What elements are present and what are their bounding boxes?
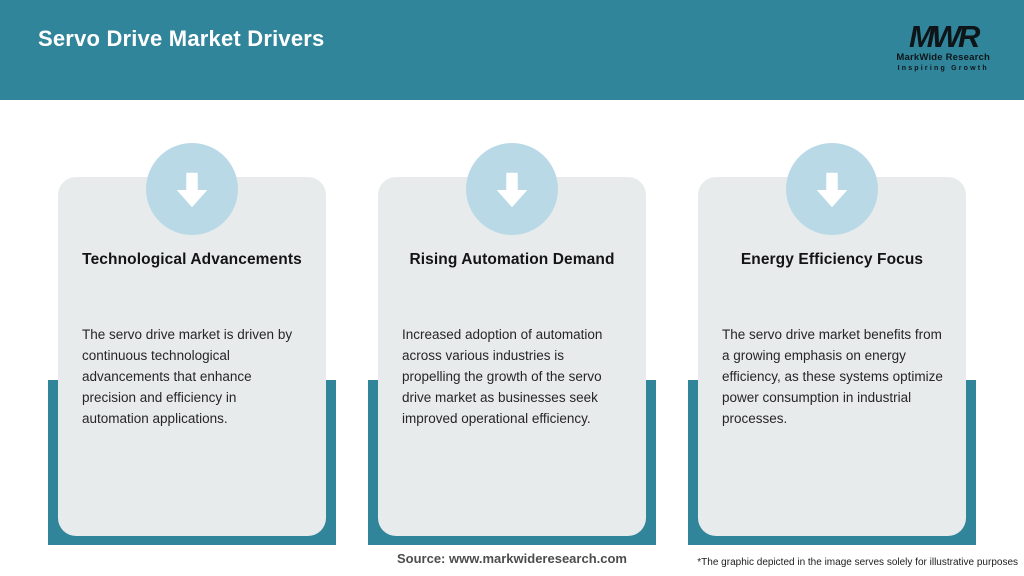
logo-name: MarkWide Research [896,52,990,64]
source-text: Source: www.markwideresearch.com [396,551,627,566]
card-title: Energy Efficiency Focus [740,251,924,268]
card-body: The servo drive market is driven by cont… [82,327,293,426]
driver-card-technological-advancements: Technological Advancements The servo dri… [48,143,336,545]
card-panel: Rising Automation Demand Increased adopt… [378,177,646,536]
markwide-logo: MWR MarkWide Research Inspiring Growth [896,19,990,72]
driver-card-rising-automation-demand: Rising Automation Demand Increased adopt… [368,143,656,545]
page-title: Servo Drive Market Drivers [38,26,325,51]
logo-monogram: MWR [908,19,980,54]
header-bar: Servo Drive Market Drivers MWR MarkWide … [0,0,1024,100]
disclaimer-text: *The graphic depicted in the image serve… [697,557,1018,568]
card-title: Technological Advancements [82,251,302,268]
card-panel: Technological Advancements The servo dri… [58,177,326,536]
card-title: Rising Automation Demand [409,251,615,268]
card-panel: Energy Efficiency Focus The servo drive … [698,177,966,536]
logo-tagline: Inspiring Growth [897,64,989,72]
card-body: The servo drive market benefits from a g… [722,327,943,426]
driver-card-energy-efficiency-focus: Energy Efficiency Focus The servo drive … [688,143,976,545]
down-arrow-icon [466,143,558,235]
down-arrow-icon [146,143,238,235]
card-body: Increased adoption of automation across … [402,327,603,426]
down-arrow-icon [786,143,878,235]
cards-area: Technological Advancements The servo dri… [0,143,1024,545]
